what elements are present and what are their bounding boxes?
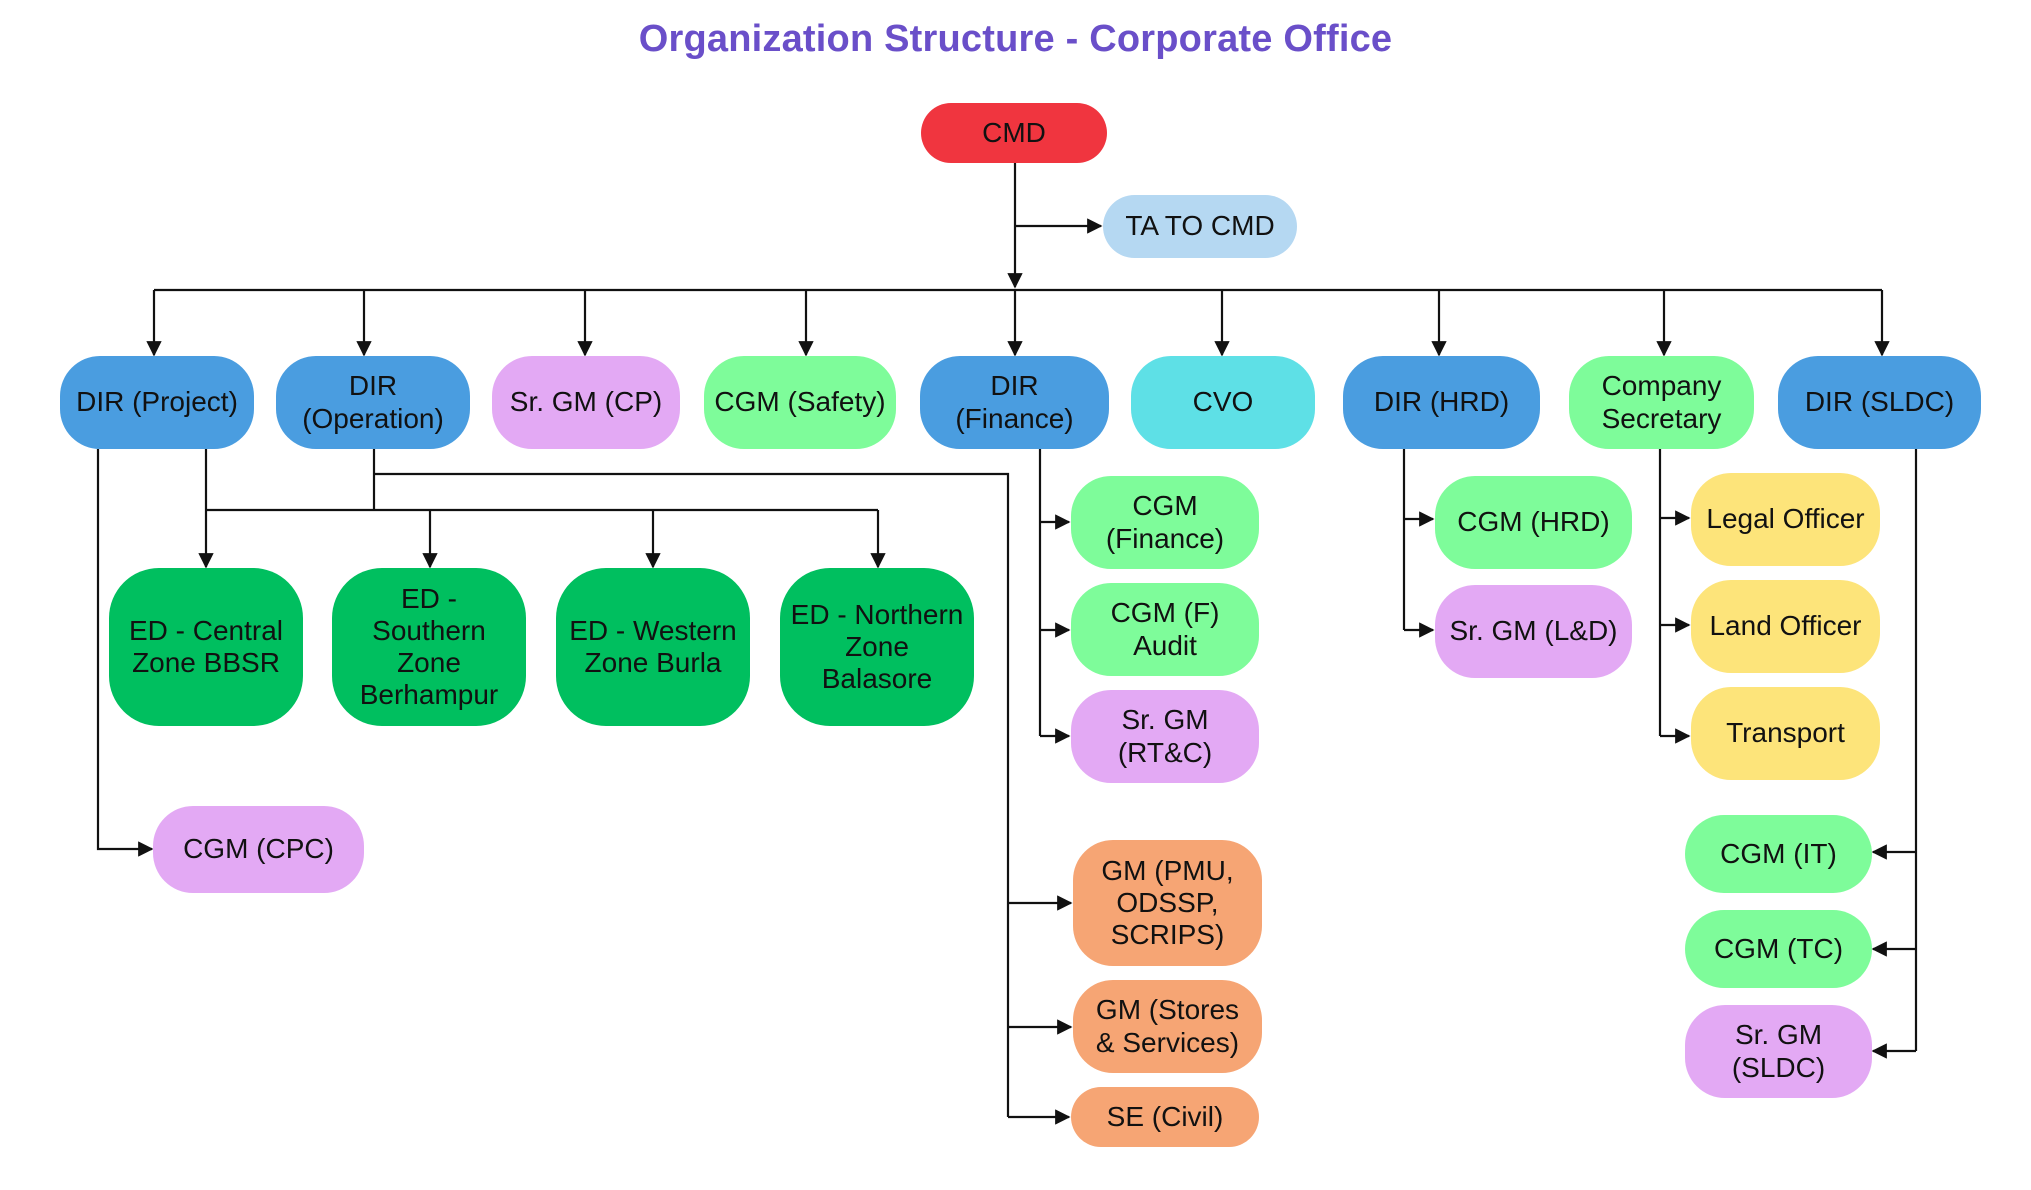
node-cgm-safety: CGM (Safety) (704, 356, 896, 449)
node-land-officer: Land Officer (1691, 580, 1880, 673)
node-cvo: CVO (1131, 356, 1315, 449)
chart-title: Organization Structure - Corporate Offic… (638, 18, 1393, 60)
node-transport: Transport (1691, 687, 1880, 780)
node-sr-gm-sldc: Sr. GM (SLDC) (1685, 1005, 1872, 1098)
node-sr-gm-ld: Sr. GM (L&D) (1435, 585, 1632, 678)
node-cmd: CMD (921, 103, 1107, 163)
node-dir-project: DIR (Project) (60, 356, 254, 449)
node-cgm-hrd: CGM (HRD) (1435, 476, 1632, 569)
node-cgm-tc: CGM (TC) (1685, 910, 1872, 988)
node-dir-hrd: DIR (HRD) (1343, 356, 1540, 449)
node-gm-pmu: GM (PMU, ODSSP, SCRIPS) (1073, 840, 1262, 966)
node-sr-gm-rtc: Sr. GM (RT&C) (1071, 690, 1259, 783)
node-ed-southern: ED - Southern Zone Berhampur (332, 568, 526, 726)
node-se-civil: SE (Civil) (1071, 1087, 1259, 1147)
node-cgm-cpc: CGM (CPC) (153, 806, 364, 893)
node-legal-officer: Legal Officer (1691, 473, 1880, 566)
node-ta-to-cmd: TA TO CMD (1103, 195, 1297, 258)
node-company-secretary: Company Secretary (1569, 356, 1754, 449)
node-cgm-it: CGM (IT) (1685, 815, 1872, 893)
node-dir-sldc: DIR (SLDC) (1778, 356, 1981, 449)
node-sr-gm-cp: Sr. GM (CP) (492, 356, 680, 449)
node-ed-northern: ED - Northern Zone Balasore (780, 568, 974, 726)
node-cgm-finance: CGM (Finance) (1071, 476, 1259, 569)
node-ed-western: ED - Western Zone Burla (556, 568, 750, 726)
node-ed-central: ED - Central Zone BBSR (109, 568, 303, 726)
node-cgm-f-audit: CGM (F) Audit (1071, 583, 1259, 676)
node-dir-finance: DIR (Finance) (920, 356, 1109, 449)
node-gm-stores: GM (Stores & Services) (1073, 980, 1262, 1073)
connector-cgm-cpc (96, 449, 154, 857)
node-dir-operation: DIR (Operation) (276, 356, 470, 449)
